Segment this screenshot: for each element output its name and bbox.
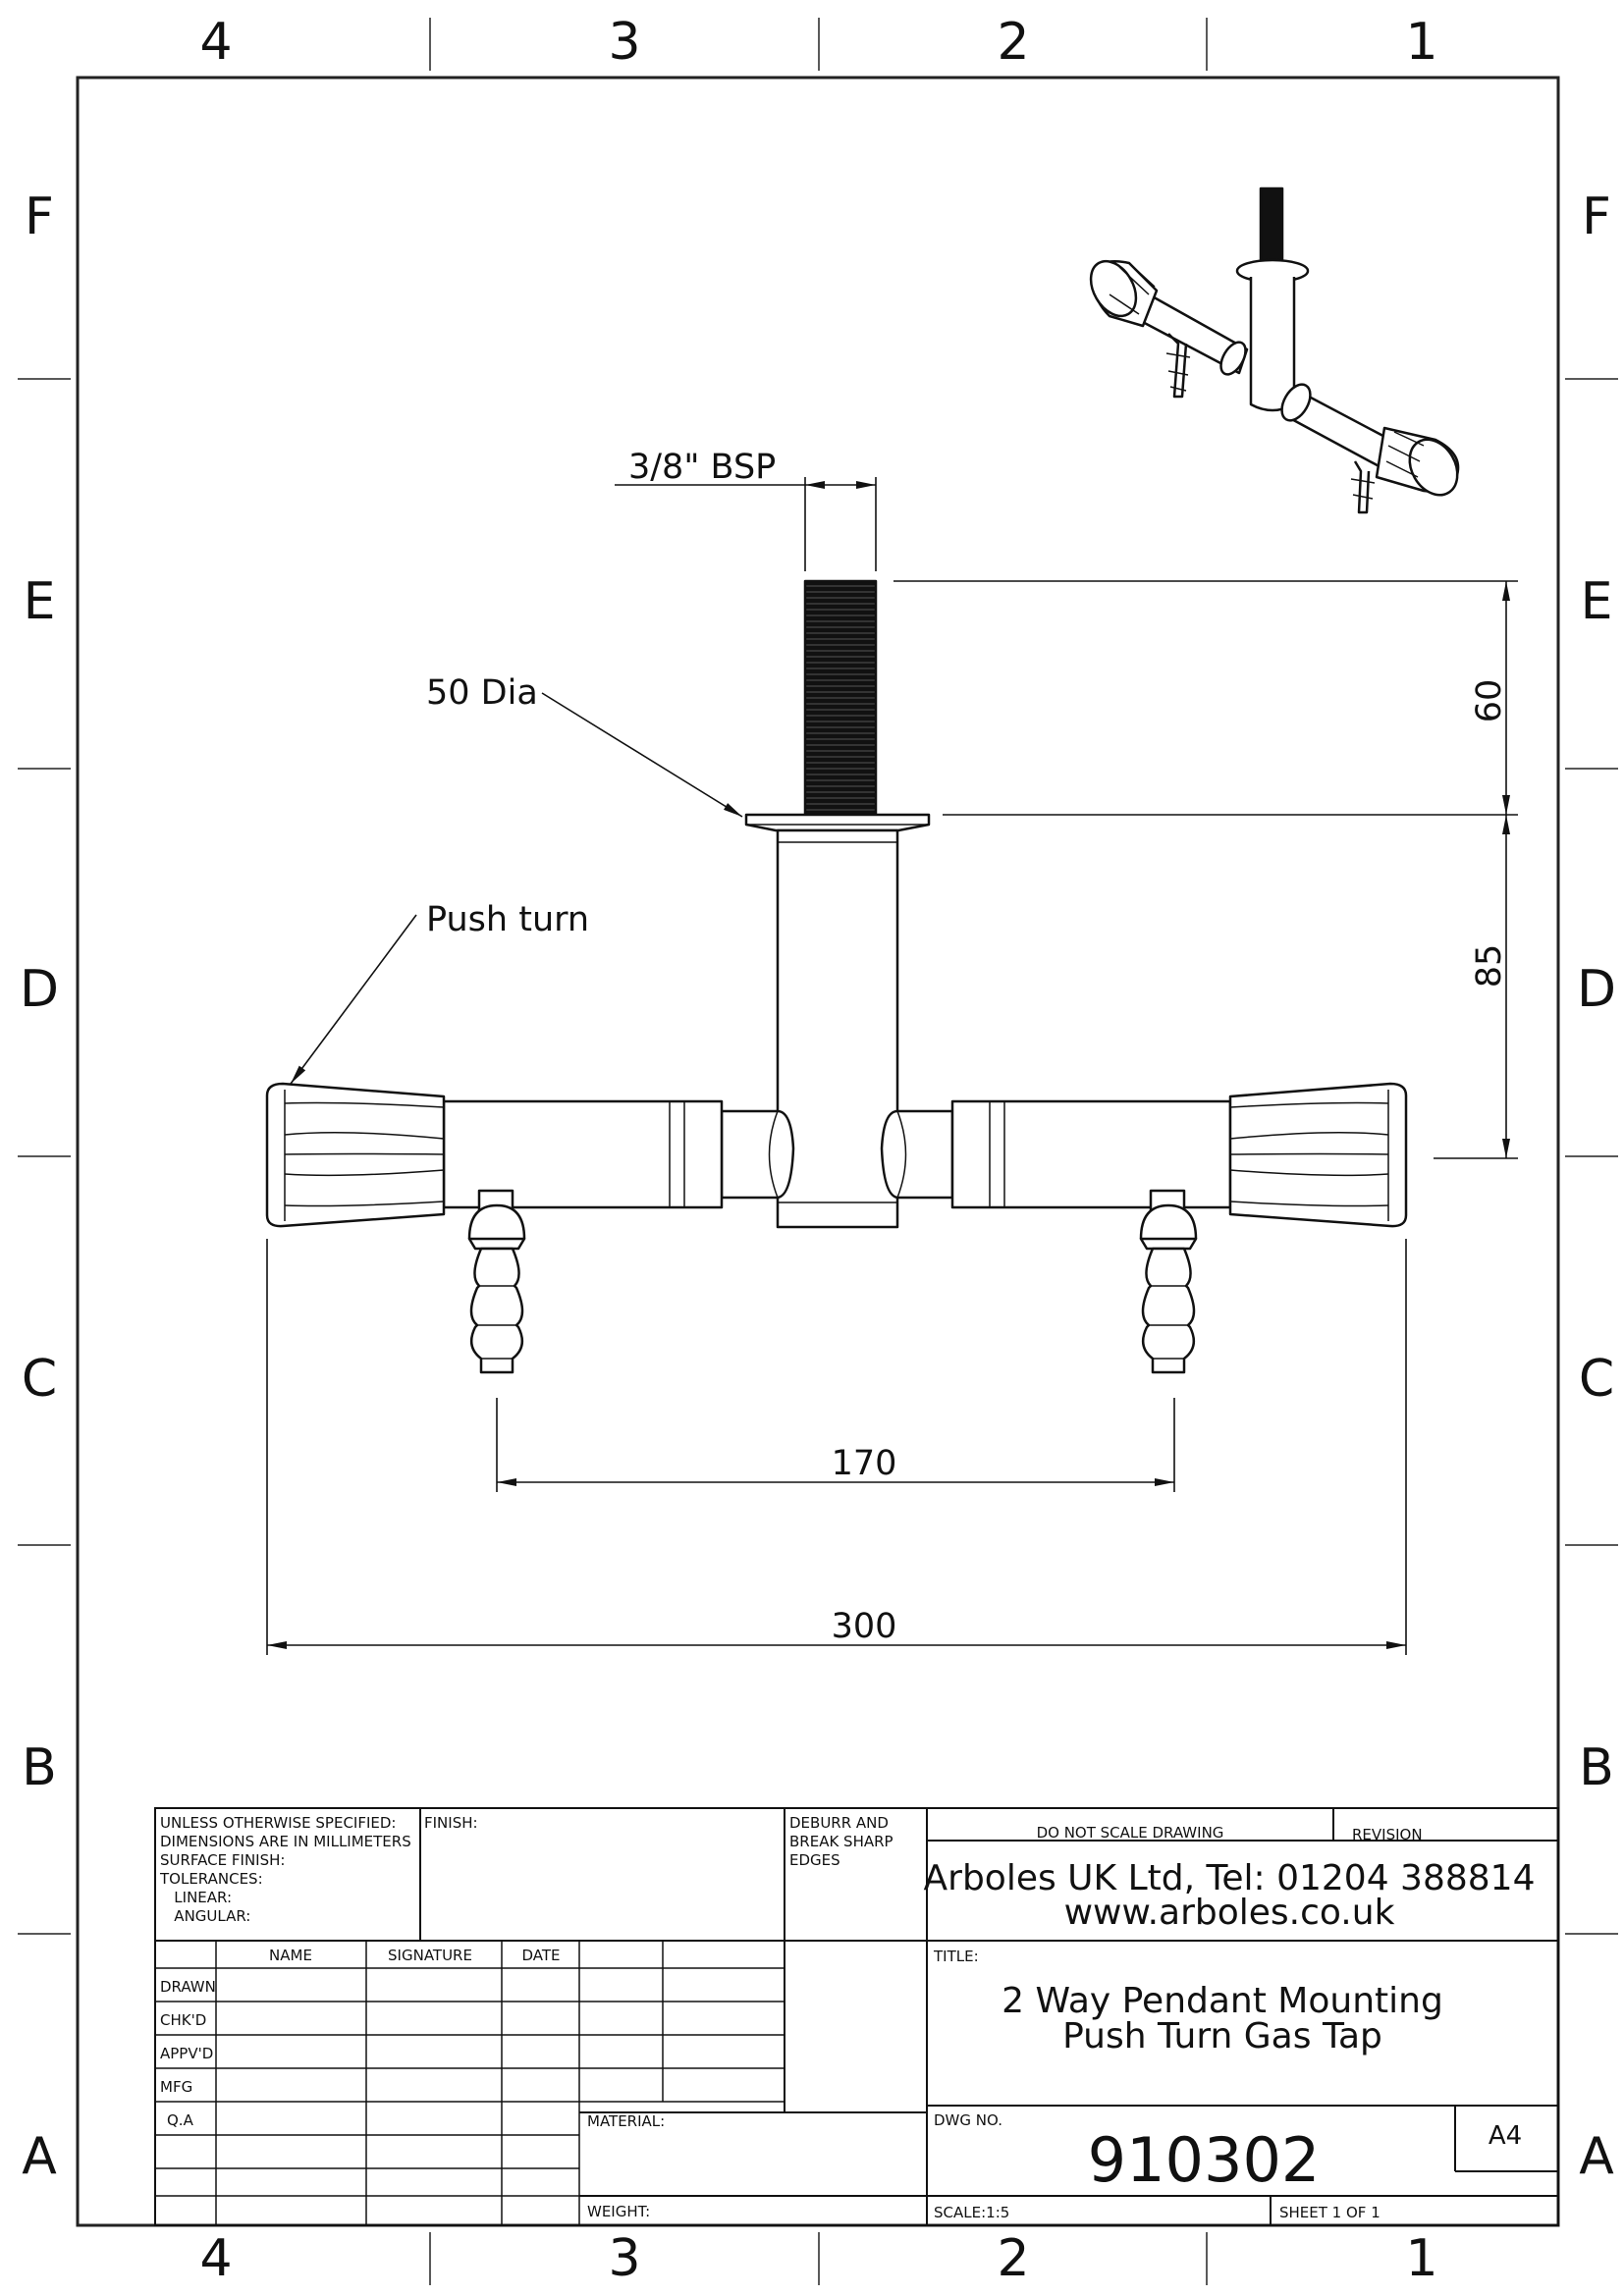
right-arm bbox=[950, 1099, 1232, 1209]
flange-callout: 50 Dia bbox=[426, 673, 538, 713]
right-collar bbox=[880, 1109, 954, 1200]
zone-row-right-e: E bbox=[1581, 572, 1613, 631]
isometric-view bbox=[1089, 187, 1460, 514]
zone-row-left-c: C bbox=[22, 1350, 57, 1409]
title-block bbox=[154, 1807, 1559, 2226]
drawing-title-line-2: Push Turn Gas Tap bbox=[1062, 2016, 1382, 2056]
company-line-2: www.arboles.co.uk bbox=[1064, 1893, 1395, 1933]
dim-300: 300 bbox=[832, 1607, 897, 1646]
row-mfg: MFG bbox=[160, 2078, 192, 2096]
zone-row-left-f: F bbox=[25, 187, 54, 246]
spec-line-2: DIMENSIONS ARE IN MILLIMETERS bbox=[160, 1833, 411, 1850]
deburr-line-2: BREAK SHARP bbox=[789, 1833, 893, 1850]
zone-col-top-1: 4 bbox=[199, 13, 232, 72]
zone-labels: 4 3 2 1 4 3 2 1 F E D C B A F E D C B A bbox=[20, 13, 1616, 2288]
left-hose-nozzle bbox=[467, 1189, 526, 1374]
spec-line-6: ANGULAR: bbox=[160, 1907, 250, 1925]
drawing-title-line-1: 2 Way Pendant Mounting bbox=[1001, 1981, 1443, 2021]
spec-line-1: UNLESS OTHERWISE SPECIFIED: bbox=[160, 1814, 396, 1832]
zone-row-left-d: D bbox=[20, 960, 59, 1019]
left-arm bbox=[442, 1099, 724, 1209]
revision-label: REVISION bbox=[1352, 1826, 1423, 1843]
header-name: NAME bbox=[269, 1947, 312, 1964]
front-view bbox=[265, 579, 1408, 1374]
zone-col-bottom-4: 1 bbox=[1405, 2229, 1437, 2288]
material-label: MATERIAL: bbox=[587, 2112, 665, 2130]
drawing-number: 910302 bbox=[1088, 2124, 1321, 2196]
zone-row-right-a: A bbox=[1579, 2127, 1614, 2186]
zone-row-right-c: C bbox=[1579, 1350, 1614, 1409]
threaded-spigot bbox=[803, 579, 878, 817]
zone-row-right-f: F bbox=[1582, 187, 1611, 246]
dwg-no-label: DWG NO. bbox=[934, 2111, 1002, 2129]
right-hose-nozzle bbox=[1139, 1189, 1198, 1374]
row-checked: CHK'D bbox=[160, 2011, 206, 2029]
do-not-scale: DO NOT SCALE DRAWING bbox=[1037, 1824, 1224, 1842]
row-approved: APPV'D bbox=[160, 2045, 213, 2062]
zone-row-left-a: A bbox=[22, 2127, 57, 2186]
left-push-turn-knob bbox=[265, 1082, 446, 1228]
right-push-turn-knob bbox=[1228, 1082, 1408, 1228]
deburr-line-1: DEBURR AND bbox=[789, 1814, 889, 1832]
zone-col-top-2: 3 bbox=[608, 13, 640, 72]
zone-col-bottom-3: 2 bbox=[997, 2229, 1029, 2288]
zone-row-left-e: E bbox=[24, 572, 56, 631]
zone-row-right-b: B bbox=[1579, 1738, 1614, 1797]
spec-line-3: SURFACE FINISH: bbox=[160, 1851, 285, 1869]
scale: SCALE:1:5 bbox=[934, 2204, 1009, 2221]
dimensions bbox=[266, 477, 1518, 1655]
row-drawn: DRAWN bbox=[160, 1978, 216, 1996]
sheet-number: SHEET 1 OF 1 bbox=[1279, 2204, 1380, 2221]
dim-170: 170 bbox=[832, 1444, 897, 1483]
spec-line-4: TOLERANCES: bbox=[159, 1870, 263, 1888]
thread-callout: 3/8" BSP bbox=[628, 448, 776, 487]
deburr-line-3: EDGES bbox=[789, 1851, 840, 1869]
zone-col-top-3: 2 bbox=[997, 13, 1029, 72]
left-collar bbox=[720, 1109, 795, 1200]
spec-line-5: LINEAR: bbox=[160, 1889, 232, 1906]
mounting-flange bbox=[744, 813, 931, 832]
dimension-labels: 3/8" BSP 50 Dia Push turn 60 85 170 300 bbox=[426, 448, 1509, 1646]
zone-row-left-b: B bbox=[22, 1738, 57, 1797]
company-line-1: Arboles UK Ltd, Tel: 01204 388814 bbox=[924, 1858, 1536, 1898]
vertical-body bbox=[776, 828, 899, 1229]
weight-label: WEIGHT: bbox=[587, 2203, 650, 2220]
row-qa: Q.A bbox=[167, 2111, 194, 2129]
dim-85: 85 bbox=[1470, 944, 1509, 988]
zone-row-right-d: D bbox=[1577, 960, 1616, 1019]
sheet-size: A4 bbox=[1489, 2121, 1522, 2151]
title-block-text: UNLESS OTHERWISE SPECIFIED: DIMENSIONS A… bbox=[159, 1814, 1535, 2221]
dim-60: 60 bbox=[1470, 679, 1509, 723]
zone-col-top-4: 1 bbox=[1405, 13, 1437, 72]
header-date: DATE bbox=[521, 1947, 560, 1964]
header-signature: SIGNATURE bbox=[388, 1947, 472, 1964]
zone-col-bottom-2: 3 bbox=[608, 2229, 640, 2288]
finish-label: FINISH: bbox=[424, 1814, 478, 1832]
knob-callout: Push turn bbox=[426, 900, 589, 939]
zone-col-bottom-1: 4 bbox=[199, 2229, 232, 2288]
title-label: TITLE: bbox=[933, 1948, 979, 1965]
